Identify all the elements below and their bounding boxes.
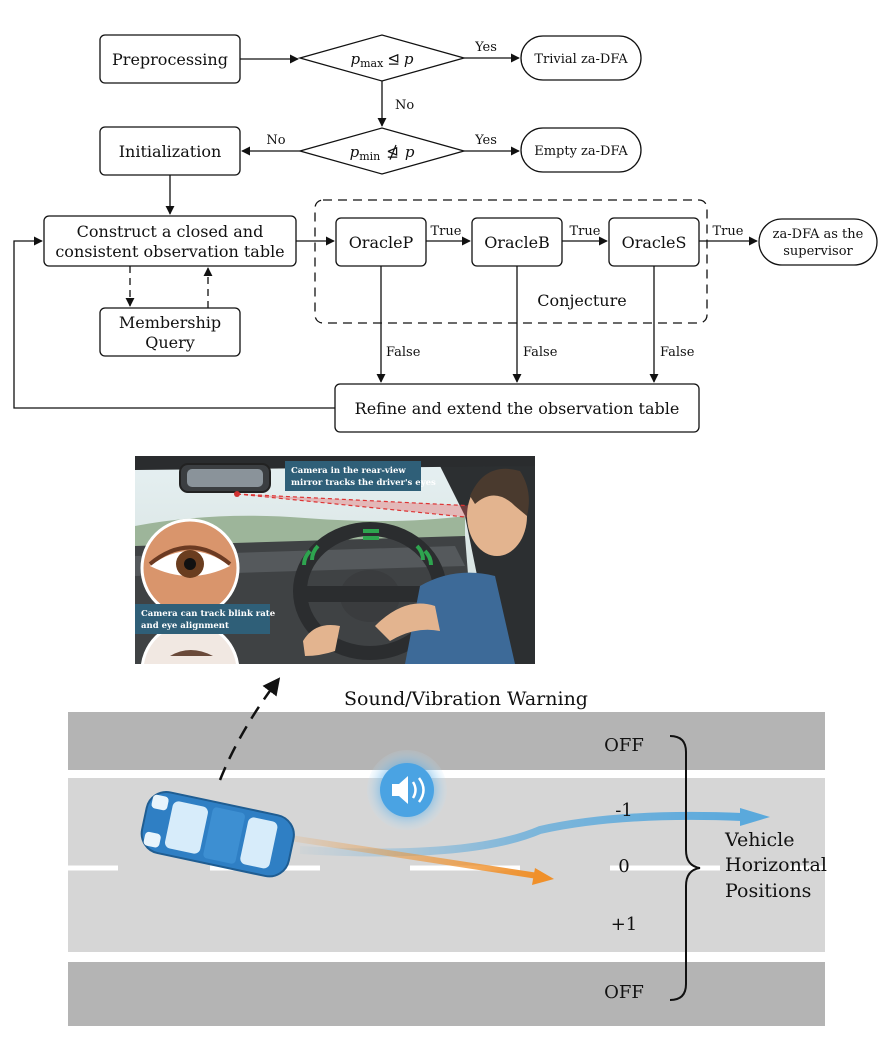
empty-za-dfa-box [520,127,642,173]
conjecture-group [314,199,708,324]
warning-dashed-arrow [218,677,281,781]
position-label-0: 0 [618,856,629,877]
eye-closeup [140,518,240,664]
decision-pmax-label: pmax⊴p [351,50,414,70]
edge-label-no-2: No [266,133,285,148]
position-label-off-bottom: OFF [604,982,644,1003]
membership-query-box [99,307,241,357]
edge-label-yes-1: Yes [474,40,497,55]
position-label-plus-1: +1 [611,914,638,935]
svg-text:and eye alignment: and eye alignment [141,621,229,631]
conjecture-label: Conjecture [537,291,626,310]
road-shoulder-top [68,712,825,770]
axis-label-line-1: Vehicle [724,829,795,851]
oracle-p-label: OracleP [349,233,414,252]
initialization-label: Initialization [119,142,222,161]
empty-za-dfa-label: Empty za-DFA [534,144,628,159]
road-shoulder-bottom [68,962,825,1026]
flow-arrows [13,53,758,409]
edge-label-true-2: True [570,224,601,239]
preprocessing-label: Preprocessing [112,50,228,69]
driver-monitoring-illustration: Camera in the rear-view mirror tracks th… [135,456,535,664]
lane-position-diagram: Sound/Vibration Warning OFF -1 0 +1 OFF … [68,677,827,1026]
corrected-trajectory-head [740,808,770,826]
svg-text:Camera can track blink rate: Camera can track blink rate [141,609,276,619]
position-label-minus-1: -1 [615,800,633,821]
decision-pmin [297,127,467,175]
driver [303,468,529,664]
edge-label-true-1: True [431,224,462,239]
callout-left: Camera can track blink rate and eye alig… [135,604,276,634]
construct-table-label-1: Construct a closed and [77,222,264,241]
svg-text:mirror tracks the driver's eye: mirror tracks the driver's eyes [291,478,436,488]
car-icon [140,790,295,878]
edge-label-false-1: False [386,345,421,360]
trivial-za-dfa-label: Trivial za-DFA [534,52,628,67]
axis-label-line-3: Positions [725,880,811,902]
refine-table-label: Refine and extend the observation table [355,399,680,418]
edge-label-false-3: False [660,345,695,360]
oracle-b-label: OracleB [484,233,550,252]
supervisor-label-2: supervisor [783,244,853,259]
decision-pmin-label: pmin⋬p [350,143,415,163]
edge-label-false-2: False [523,345,558,360]
edge-label-no-1: No [395,98,414,113]
rearview-mirror [179,463,271,497]
warning-label: Sound/Vibration Warning [344,688,588,710]
callout-top: Camera in the rear-view mirror tracks th… [285,461,436,491]
edge-label-yes-2: Yes [474,133,497,148]
position-label-off-top: OFF [604,735,644,756]
sound-icon [367,750,447,830]
svg-text:Camera in the rear-view: Camera in the rear-view [291,466,406,476]
drifting-trajectory-arrow [289,835,539,879]
membership-query-label-2: Query [145,333,195,352]
membership-query-label-1: Membership [119,313,221,332]
position-brace [669,735,701,1001]
supervisor-box [758,218,878,266]
drifting-trajectory-head [532,868,554,885]
edge-label-true-3: True [713,224,744,239]
supervisor-label-1: za-DFA as the [773,227,864,242]
axis-label-line-2: Horizontal [725,854,827,876]
trivial-za-dfa-box [520,35,642,81]
flowchart: Preprocessing pmax⊴p Trivial za-DFA pmin… [13,34,878,433]
sensor-marks [302,529,433,566]
oracle-s-label: OracleS [622,233,687,252]
construct-table-label-2: consistent observation table [55,242,284,261]
